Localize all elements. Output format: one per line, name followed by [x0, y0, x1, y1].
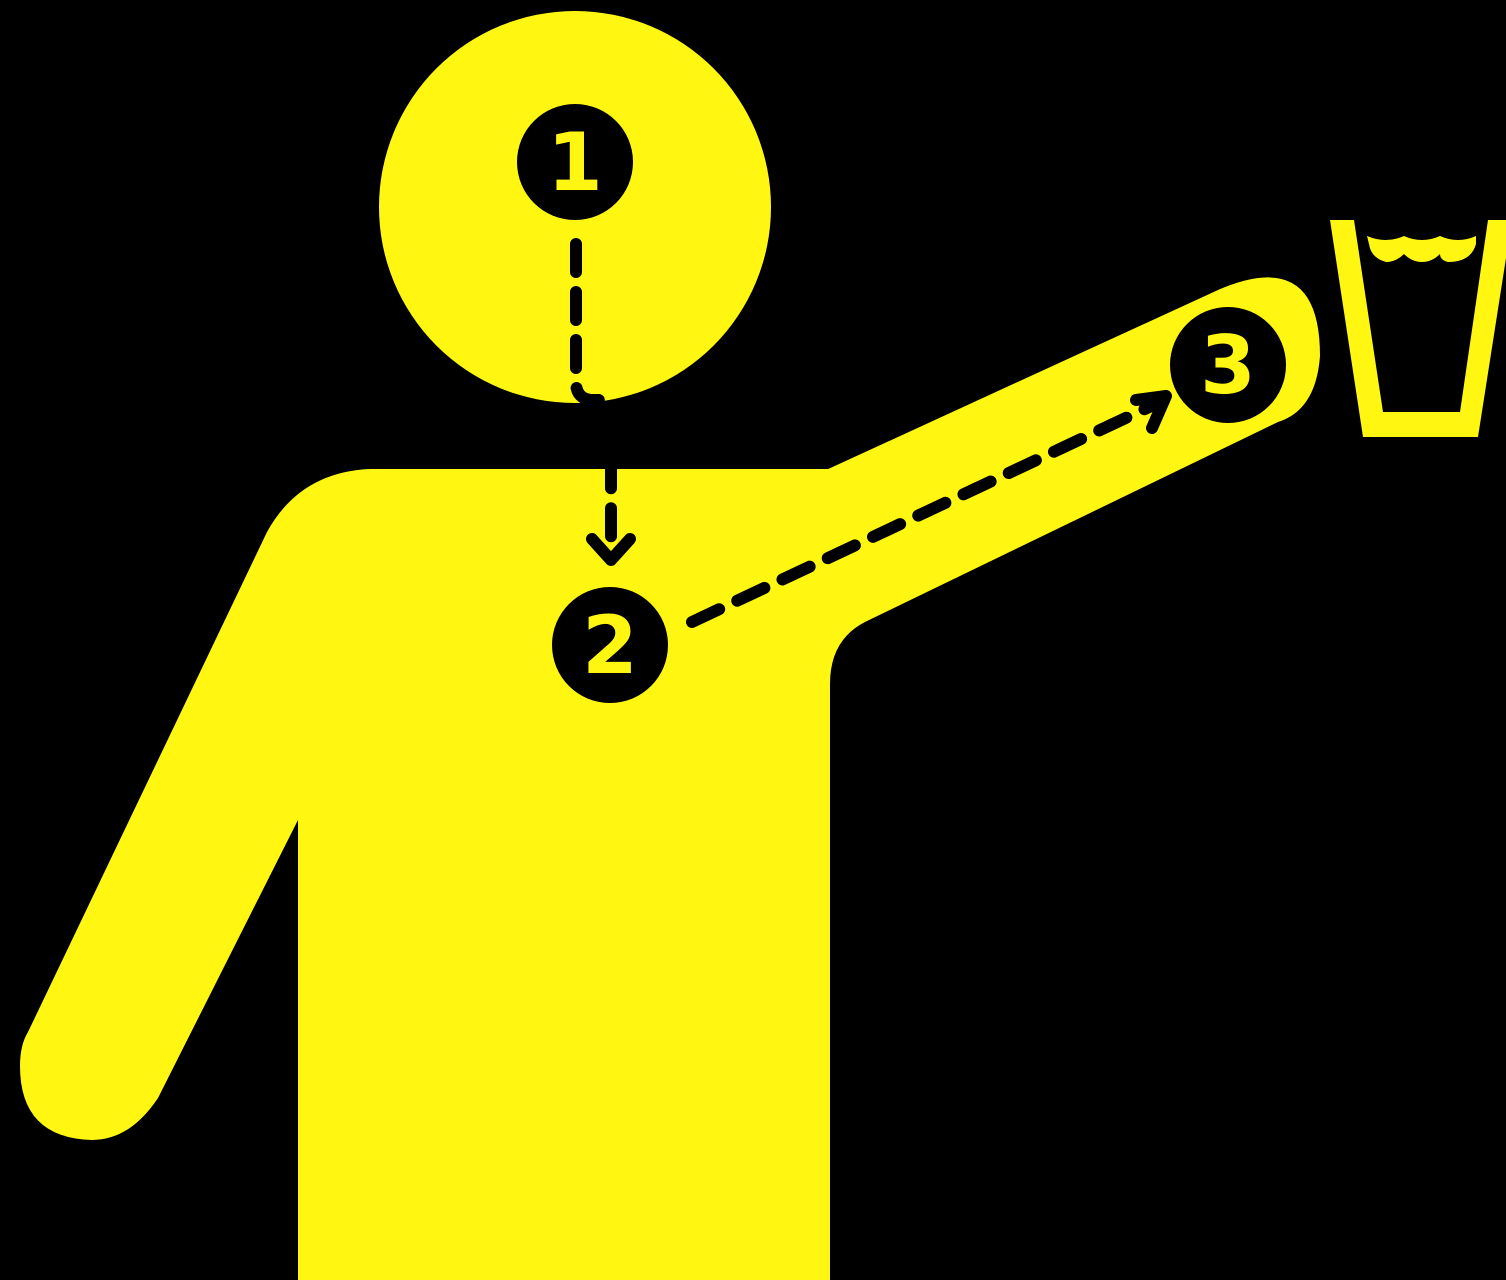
step-marker-2: 2	[552, 587, 668, 703]
person-figure	[20, 11, 1320, 1280]
step-marker-3-label: 3	[1200, 319, 1256, 412]
glass-of-water-icon	[1330, 220, 1506, 437]
step-marker-3: 3	[1170, 307, 1286, 423]
step-marker-1-label: 1	[547, 116, 603, 209]
step-marker-1: 1	[517, 104, 633, 220]
torso-with-left-arm	[20, 469, 830, 1280]
water-waves	[1367, 236, 1476, 262]
step-marker-2-label: 2	[582, 599, 638, 692]
